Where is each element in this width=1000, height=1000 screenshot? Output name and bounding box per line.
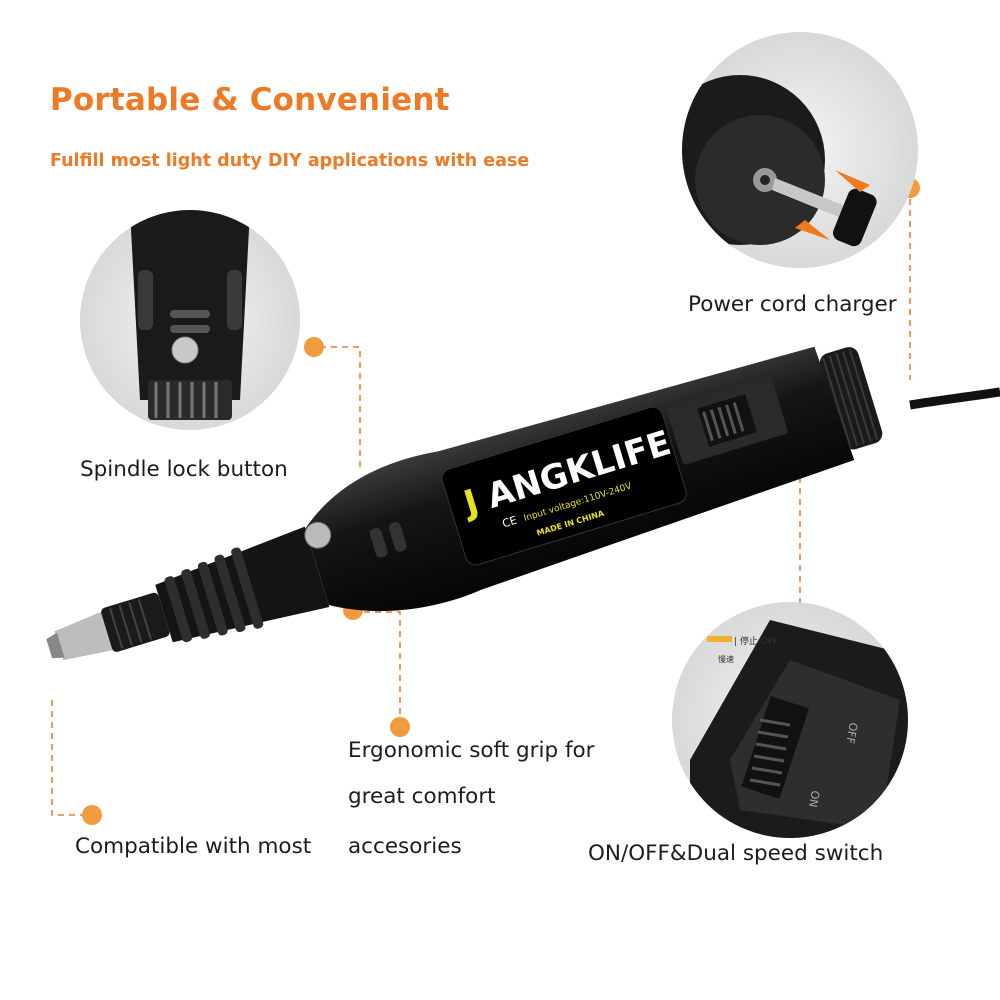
spindle-lock-label: Spindle lock button	[80, 457, 288, 482]
switch-slow-marker: 慢速	[718, 654, 734, 664]
spindle-lock-inset	[80, 210, 300, 430]
switch-off-text: OFF	[843, 721, 860, 744]
soft-grip-label-line1: Ergonomic soft grip for	[348, 738, 595, 763]
page-subtitle: Fulfill most light duty DIY applications…	[50, 151, 530, 171]
compatible-label: Compatible with most	[75, 834, 312, 859]
rotary-tool: J ANGKLIFE CE Input voltage:110V-240V MA…	[46, 346, 883, 661]
soft-grip-label-line2: great comfort	[348, 784, 496, 809]
callout-dot-spindle	[304, 337, 324, 357]
power-cord-label: Power cord charger	[688, 292, 897, 317]
switch-on-text: ON	[806, 789, 822, 808]
accessories-label: accesories	[348, 834, 462, 859]
power-cord-inset	[682, 32, 918, 268]
switch-label: ON/OFF&Dual speed switch	[588, 841, 884, 866]
callout-dot-grip-lower	[390, 717, 410, 737]
leader-lines	[51, 188, 911, 816]
switch-off-marker: | 停止 OFF	[734, 635, 778, 647]
switch-inset: | 停止 OFF 慢速 OFF ON	[672, 602, 908, 838]
callout-dot-accessories	[82, 805, 102, 825]
ce-mark: CE	[501, 514, 519, 531]
page-title: Portable & Convenient	[50, 82, 450, 118]
power-cord	[909, 387, 1000, 410]
